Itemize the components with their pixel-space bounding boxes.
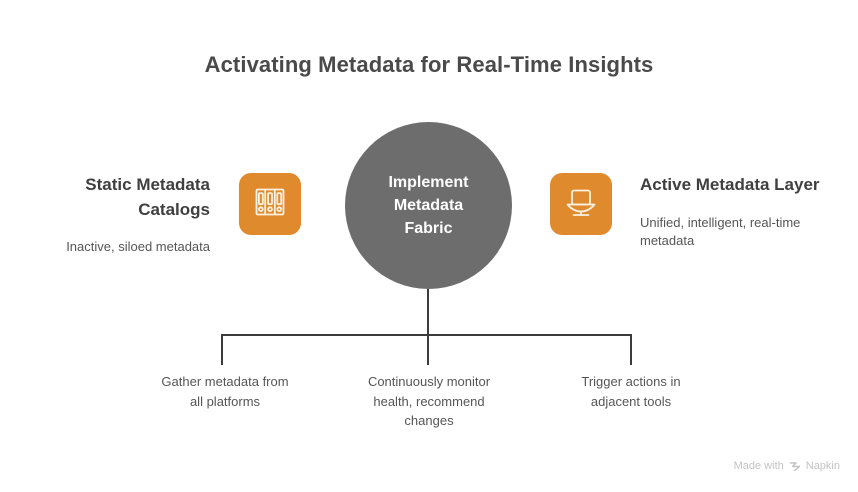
binders-archive-icon (252, 184, 288, 225)
connector-horizontal-bar (221, 334, 632, 336)
center-node-label: Implement Metadata Fabric (388, 173, 469, 238)
branch-label-gather-metadata: Gather metadata from all platforms (161, 374, 289, 409)
side-block-active-metadata: Active Metadata Layer Unified, intellige… (640, 173, 820, 251)
side-subtitle-right: Unified, intelligent, real-time metadata (640, 214, 801, 249)
watermark[interactable]: Made with Napkin (734, 460, 840, 472)
side-block-static-metadata: Static Metadata Catalogs Inactive, siloe… (28, 173, 210, 257)
page-title: Activating Metadata for Real-Time Insigh… (204, 52, 654, 77)
connector-drop-left (221, 334, 223, 365)
watermark-brand-label: Napkin (805, 460, 840, 472)
static-metadata-icon-tile[interactable] (239, 173, 301, 235)
branch-label-trigger-actions: Trigger actions in adjacent tools (581, 374, 681, 409)
connector-drop-right (630, 334, 632, 365)
laptop-stand-icon (563, 184, 599, 225)
branch-label-monitor-health: Continuously monitor health, recommend c… (367, 374, 491, 428)
connector-stem (427, 289, 429, 336)
side-subtitle-left: Inactive, siloed metadata (66, 239, 210, 255)
connector-drop-center (427, 334, 429, 365)
center-node-implement-metadata-fabric[interactable]: Implement Metadata Fabric (345, 122, 512, 289)
side-title-right: Active Metadata Layer (640, 175, 820, 194)
napkin-chevron-logo (789, 461, 801, 472)
active-metadata-icon-tile[interactable] (550, 173, 612, 235)
side-title-left: Static Metadata Catalogs (85, 175, 210, 219)
watermark-prefix-label: Made with (733, 460, 784, 472)
